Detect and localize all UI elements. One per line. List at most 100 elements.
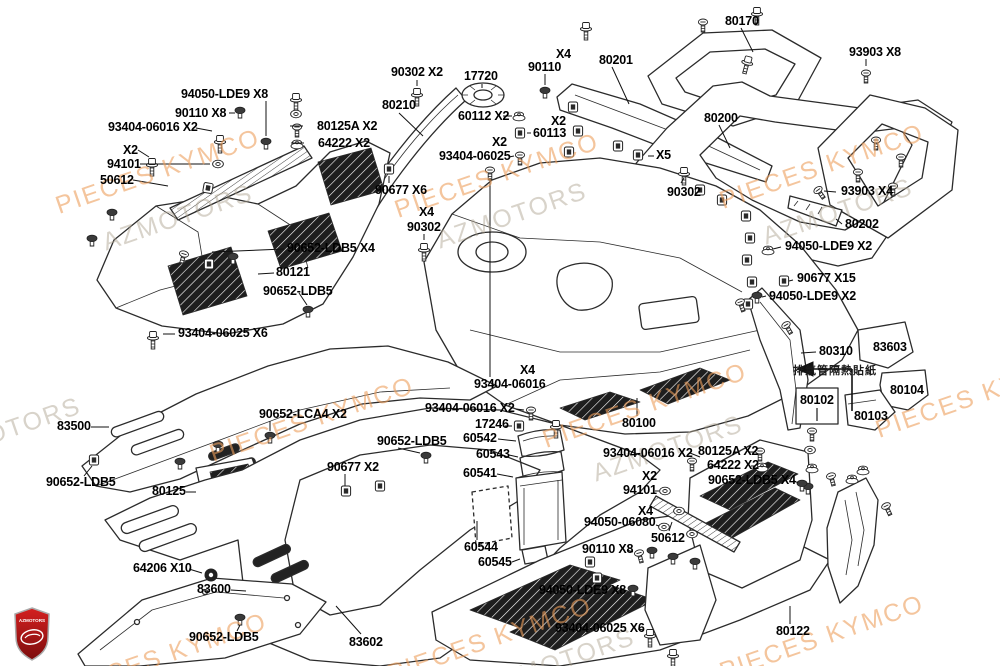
- label-93404-06016-x2: 93404-06016 X2: [108, 120, 198, 134]
- label-80125a-x2: 80125A X2: [317, 119, 378, 133]
- label-94101: 94101: [107, 157, 141, 171]
- label-90302: 90302: [407, 220, 441, 234]
- label-60542: 60542: [463, 431, 497, 445]
- rivet-icon: [420, 451, 432, 464]
- screw-icon: [697, 18, 709, 33]
- part-17720-grommet: [461, 82, 505, 108]
- bolt-icon: [146, 331, 160, 350]
- label-80125a-x2-b: 80125A X2: [698, 444, 759, 458]
- label-90677-x6: 90677 X6: [375, 183, 427, 197]
- clip-icon: [88, 454, 100, 466]
- part-80103-sticker: [844, 389, 896, 431]
- grommet-icon: [204, 568, 218, 582]
- label-17720: 17720: [464, 69, 498, 83]
- part-sidepanel-shape: [644, 544, 717, 646]
- label-90652-ldb5-c: 90652-LDB5: [377, 434, 447, 448]
- washer-icon: [673, 506, 685, 516]
- clip-icon: [746, 276, 758, 288]
- label-80170: 80170: [725, 14, 759, 28]
- clip-icon: [591, 572, 603, 584]
- label-80100: 80100: [622, 416, 656, 430]
- label-64222-x2-b: 64222 X2: [707, 458, 759, 472]
- label-x4-90302: X4: [419, 205, 434, 219]
- clip-icon: [383, 163, 395, 175]
- part-60541-box: [515, 471, 567, 551]
- clip-icon: [340, 485, 352, 497]
- label-x2: X2: [123, 143, 138, 157]
- label-93404-06016-x2-b: 93404-06016 X2: [425, 401, 515, 415]
- label-x4-94050: X4: [638, 504, 653, 518]
- label-83500: 83500: [57, 419, 91, 433]
- part-60542-lid: [517, 428, 565, 458]
- label-90110-x8: 90110 X8: [175, 106, 227, 120]
- label-94050-lde9-x2-b: 94050-LDE9 X2: [769, 289, 857, 303]
- part-83603-sticker: [857, 321, 914, 369]
- label-50612: 50612: [100, 173, 134, 187]
- washer-icon: [212, 159, 224, 169]
- label-x2-60113: X2: [551, 114, 566, 128]
- label-80202: 80202: [845, 217, 879, 231]
- label-90652-lca4-x2: 90652-LCA4 X2: [259, 407, 347, 421]
- bolt-icon: [289, 93, 303, 112]
- washer-icon: [686, 529, 698, 539]
- label-60543: 60543: [476, 447, 510, 461]
- washer-icon: [290, 109, 302, 119]
- label-80122: 80122: [776, 624, 810, 638]
- screw-icon: [806, 427, 818, 442]
- rivet-icon: [260, 137, 272, 150]
- rivet-icon: [539, 86, 551, 99]
- label-90652-ldb5-x4-b: 90652-LDB5 X4: [708, 473, 796, 487]
- label-80200: 80200: [704, 111, 738, 125]
- clip-icon: [374, 480, 386, 492]
- part-80104-sticker: [879, 369, 929, 411]
- label-60541: 60541: [463, 466, 497, 480]
- label-x2-93404: X2: [492, 135, 507, 149]
- label-90677-x2: 90677 X2: [327, 460, 379, 474]
- clip-icon: [741, 254, 753, 266]
- screw-icon: [825, 471, 839, 488]
- washer-icon: [804, 445, 816, 455]
- clip-icon: [567, 101, 579, 113]
- label-93404-06025: 93404-06025: [439, 149, 511, 163]
- clip-icon: [612, 140, 624, 152]
- label-50612-b: 50612: [651, 531, 685, 545]
- clip-icon: [740, 210, 752, 222]
- label-94050-lde9-x2: 94050-LDE9 X2: [785, 239, 873, 253]
- bolt-icon: [213, 135, 227, 154]
- label-x4-93404: X4: [520, 363, 535, 377]
- label-60544: 60544: [464, 540, 498, 554]
- bolt-icon: [666, 649, 680, 666]
- label-80125: 80125: [152, 484, 186, 498]
- label-x4-90110: X4: [556, 47, 571, 61]
- clip-icon: [584, 556, 596, 568]
- label-94050-lde9-x8-b: 94050-LDE9 X8: [539, 583, 627, 597]
- part-60544-sheet: [471, 485, 513, 546]
- clip-icon: [716, 194, 728, 206]
- parts-artwork: [77, 29, 959, 666]
- label-93903-x4: 93903 X4: [841, 184, 893, 198]
- clip-icon: [632, 149, 644, 161]
- clip-icon: [514, 127, 526, 139]
- label-17246: 17246: [475, 417, 509, 431]
- label-94050-06080: 94050-06080: [584, 515, 656, 529]
- label-80121: 80121: [276, 265, 310, 279]
- label-94101-b: 94101: [623, 483, 657, 497]
- label-93404-06025-x6-b: 93404-06025 X6: [555, 621, 645, 635]
- label-x2-94101: X2: [642, 469, 657, 483]
- label-90652-ldb5-b: 90652-LDB5: [46, 475, 116, 489]
- part-mudflap-shape: [826, 477, 879, 604]
- screw-icon: [812, 184, 828, 202]
- rivet-icon: [106, 208, 118, 221]
- clip-icon: [563, 146, 575, 158]
- label-83600: 83600: [197, 582, 231, 596]
- nut-icon: [512, 111, 526, 122]
- label-90302-x2: 90302 X2: [391, 65, 443, 79]
- clip-icon: [203, 258, 215, 270]
- label-80201: 80201: [599, 53, 633, 67]
- label-93903-x8: 93903 X8: [849, 45, 901, 59]
- label-90110: 90110: [528, 60, 562, 74]
- label-x5: X5: [656, 148, 671, 162]
- screw-icon: [870, 136, 882, 151]
- part-80310-shape: [747, 287, 809, 431]
- label-60112-x2: 60112 X2: [458, 109, 510, 123]
